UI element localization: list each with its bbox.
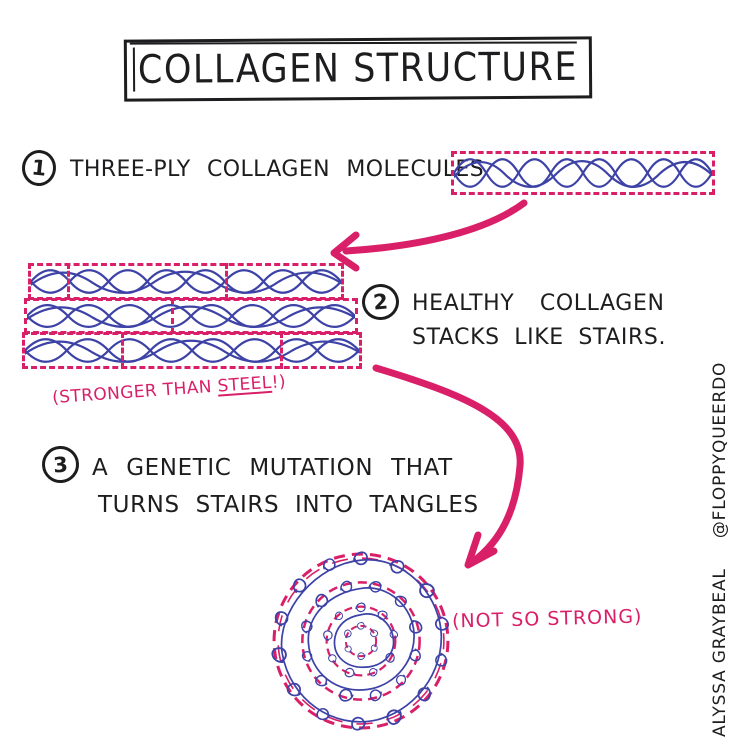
note-prefix: (STRONGER THAN bbox=[51, 376, 219, 409]
step-2-line-1: HEALTHY COLLAGEN bbox=[412, 291, 665, 316]
note-underlined-word: STEEL bbox=[216, 372, 273, 397]
attribution-handle: @FLOPPYQUEERDO bbox=[710, 361, 730, 539]
stair-divider bbox=[121, 332, 124, 369]
three-ply-molecule-drawing bbox=[451, 151, 715, 195]
curved-arrow-down-left bbox=[342, 199, 528, 255]
tangle-dashed-circles bbox=[272, 552, 450, 730]
step-3-line-2: TURNS STAIRS INTO TANGLES bbox=[98, 492, 479, 518]
step-3-number-badge: 3 bbox=[40, 444, 81, 485]
step-2-line-2: STACKS LIKE STAIRS. bbox=[412, 325, 667, 350]
step-2-label: HEALTHY COLLAGEN STACKS LIKE STAIRS. bbox=[412, 287, 666, 355]
step-1-number: 1 bbox=[30, 155, 48, 181]
stair-divider bbox=[280, 332, 283, 369]
curved-arrow-down-right-head bbox=[464, 531, 498, 569]
title-box: COLLAGEN STRUCTURE bbox=[123, 36, 593, 102]
stair-divider bbox=[225, 263, 228, 300]
stair-divider bbox=[67, 263, 70, 300]
stair-row-3 bbox=[22, 332, 362, 369]
step-3-label: A GENETIC MUTATION THAT TURNS STAIRS INT… bbox=[92, 450, 479, 524]
attribution: ALYSSA GRAYBEAL @FLOPPYQUEERDO bbox=[710, 362, 730, 737]
stair-row-3-braid bbox=[25, 338, 359, 363]
tangle-scribble-loops bbox=[280, 558, 443, 723]
step-1-number-badge: 1 bbox=[20, 148, 58, 188]
stair-row-2 bbox=[24, 298, 358, 334]
stair-row-1-braid bbox=[31, 269, 341, 294]
step-3-number: 3 bbox=[52, 452, 69, 477]
tangle-curl-ring-mid bbox=[299, 579, 424, 704]
molecule-braid bbox=[454, 158, 712, 188]
page-title: COLLAGEN STRUCTURE bbox=[137, 45, 579, 93]
step-3-line-1: A GENETIC MUTATION THAT bbox=[92, 455, 453, 481]
not-so-strong-note: (NOT SO STRONG) bbox=[451, 605, 643, 633]
note-suffix: !) bbox=[270, 371, 287, 393]
attribution-name: ALYSSA GRAYBEAL bbox=[710, 568, 730, 737]
step-2-number: 2 bbox=[372, 289, 389, 315]
step-1-label: THREE-PLY COLLAGEN MOLECULES bbox=[70, 157, 485, 182]
tangle-drawing bbox=[270, 551, 450, 731]
stair-divider bbox=[171, 298, 174, 334]
stronger-than-steel-note: (STRONGER THAN STEEL!) bbox=[52, 372, 287, 408]
tangle-curl-ring-center bbox=[342, 622, 380, 660]
stair-row-2-braid bbox=[27, 303, 355, 329]
stair-row-1 bbox=[28, 263, 344, 300]
step-2-number-badge: 2 bbox=[360, 282, 401, 322]
